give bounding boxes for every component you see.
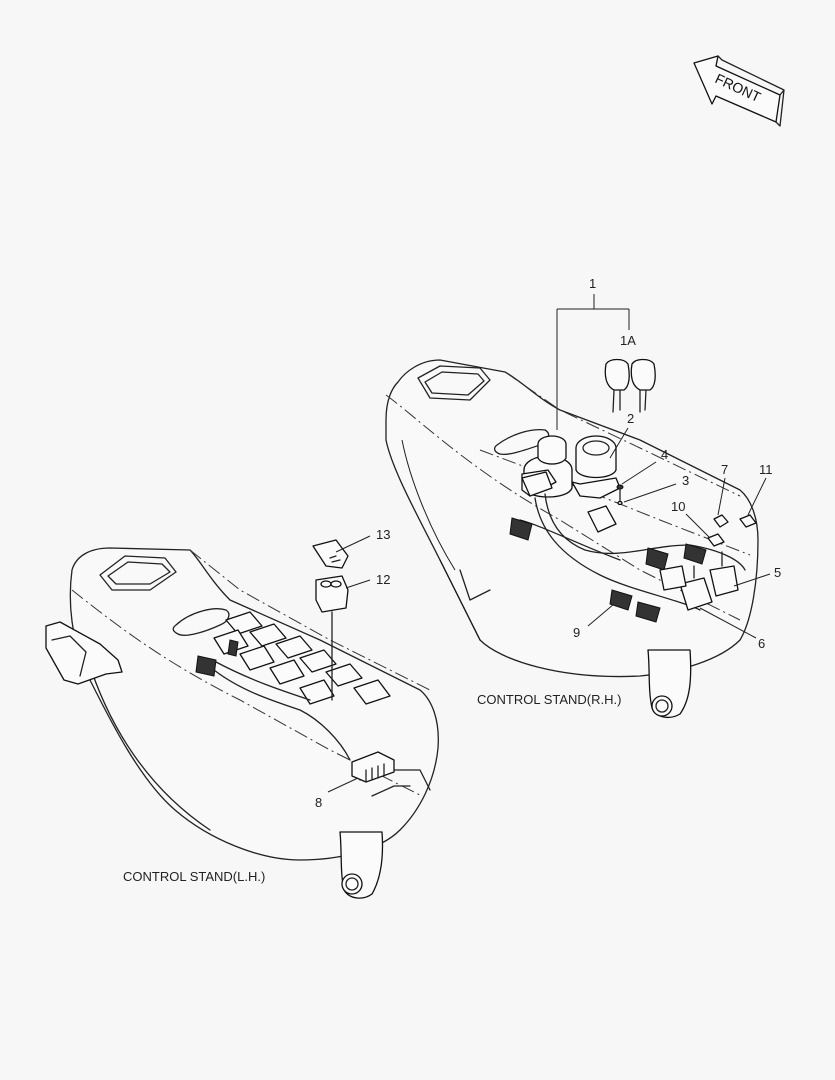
- control-stand-lh: [45, 547, 439, 899]
- screw-icon: [616, 484, 624, 506]
- callout-1a: 1A: [620, 333, 636, 348]
- control-stand-rh: [385, 359, 759, 719]
- plate-7: [713, 514, 729, 528]
- callout-9: 9: [573, 625, 581, 640]
- rocker-switch: [315, 575, 349, 701]
- key-set-icon: [604, 358, 656, 413]
- plate-11: [739, 514, 757, 528]
- front-arrow-icon: FRONT: [693, 55, 785, 127]
- callout-1: 1: [589, 276, 597, 291]
- callout-3: 3: [682, 473, 690, 488]
- callout-7: 7: [721, 462, 729, 477]
- callout-12: 12: [376, 572, 391, 587]
- caption-control-stand-rh: CONTROL STAND(R.H.): [477, 692, 622, 707]
- callout-5: 5: [774, 565, 782, 580]
- callout-10: 10: [671, 499, 686, 514]
- callout-6: 6: [758, 636, 766, 651]
- callout-11: 11: [759, 462, 773, 477]
- wire-harness-lh: [195, 611, 395, 783]
- switch-cap: [312, 539, 349, 569]
- caption-control-stand-lh: CONTROL STAND(L.H.): [123, 869, 266, 884]
- callout-2: 2: [627, 411, 635, 426]
- switch-body: [571, 435, 621, 499]
- callout-13: 13: [376, 527, 391, 542]
- plate-10: [707, 533, 725, 547]
- wire-harness-rh: [509, 471, 746, 623]
- callout-4: 4: [661, 447, 669, 462]
- leader-lines: [327, 294, 771, 793]
- callout-8: 8: [315, 795, 323, 810]
